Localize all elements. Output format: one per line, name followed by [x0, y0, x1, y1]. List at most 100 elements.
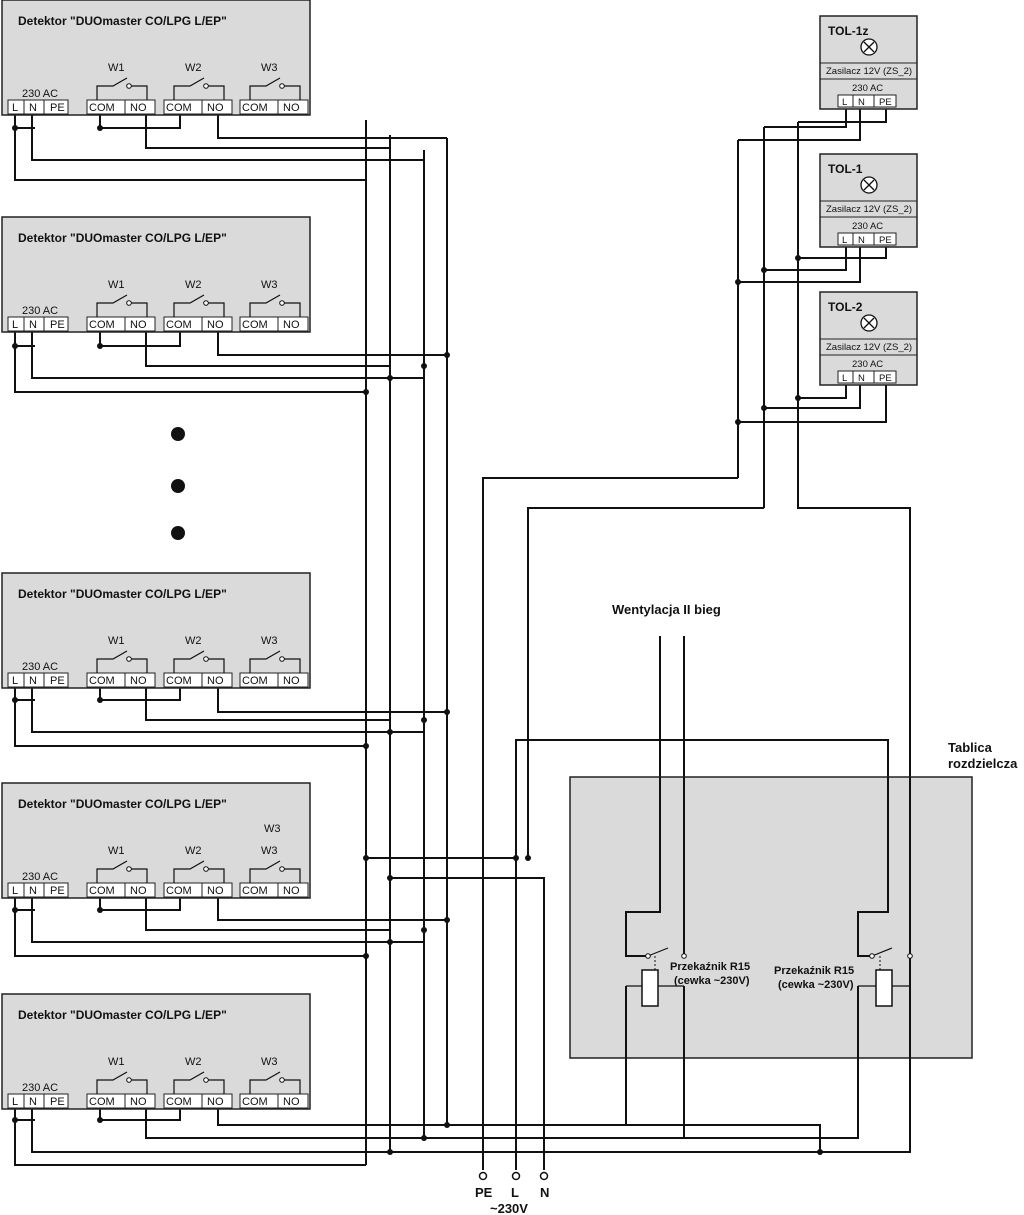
terminal-label: PE: [50, 102, 65, 114]
power-terminal-block: [7, 882, 69, 898]
indicator-supply-label: Zasilacz 12V (ZS_2): [826, 342, 912, 353]
terminal-com-label: COM: [242, 102, 268, 114]
detector-title: Detektor "DUOmaster CO/LPG L/EP": [18, 1008, 227, 1022]
supply-voltage-label: ~230V: [490, 1201, 528, 1215]
mains-supply: PE L N ~230V: [475, 1171, 549, 1215]
relay-terminal-block: [239, 316, 309, 332]
terminal-no-label: NO: [283, 1096, 300, 1108]
supply-pe-label: PE: [475, 1185, 493, 1200]
detector-title: Detektor "DUOmaster CO/LPG L/EP": [18, 231, 227, 245]
terminal-com-label: COM: [166, 885, 192, 897]
relay-name-label: W2: [185, 279, 202, 291]
terminal-no-label: NO: [207, 102, 224, 114]
terminal-no-label: NO: [283, 102, 300, 114]
terminal-no-label: NO: [130, 885, 147, 897]
detector-title: Detektor "DUOmaster CO/LPG L/EP": [18, 14, 227, 28]
terminal-label: N: [858, 97, 865, 108]
relay-coil-icon: [875, 969, 893, 1007]
relay-switch-icon: [173, 77, 225, 100]
terminal-label: PE: [50, 319, 65, 331]
terminal-label: N: [29, 102, 37, 114]
relay-switch-icon: [249, 650, 301, 673]
ventilation-label: Wentylacja II bieg: [612, 602, 721, 617]
relay-label: Przekaźnik R15: [774, 965, 854, 977]
wiring-lines: [14, 108, 911, 1170]
terminal-com-label: COM: [242, 1096, 268, 1108]
relay-switch-icon: [249, 77, 301, 100]
relay-name-label: W1: [108, 62, 125, 74]
relay-name-label: W2: [185, 845, 202, 857]
terminal-label: PE: [50, 1096, 65, 1108]
terminal-com-label: COM: [89, 885, 115, 897]
power-terminal-block: [7, 316, 69, 332]
relay-name-label: W1: [108, 279, 125, 291]
relay-switch-icon: [96, 650, 148, 673]
wire-junctions: [12, 125, 823, 1155]
detector-box: [1, 782, 311, 899]
detector-unit: Detektor "DUOmaster CO/LPG L/EP" 230 AC L N…: [1, 993, 311, 1110]
relay-contact: [647, 947, 669, 957]
power-terminal-block: [7, 1093, 69, 1109]
relay-name-label: W1: [108, 845, 125, 857]
relay-r15-1: Przekaźnik R15 (cewka ~230V): [626, 947, 750, 1007]
relay-switch-icon: [249, 860, 301, 883]
terminal-l-icon: [511, 1171, 521, 1181]
supply-l-label: L: [511, 1185, 519, 1200]
continuation-dot: [171, 526, 185, 540]
detector-unit: Detektor "DUOmaster CO/LPG L/EP" 230 AC L N…: [1, 782, 311, 899]
relay-switch-icon: [249, 1071, 301, 1094]
relay-terminal-block: [86, 1093, 156, 1109]
terminal-com-label: COM: [242, 319, 268, 331]
terminal-label: L: [842, 97, 847, 108]
terminal-com-label: COM: [242, 885, 268, 897]
relay-name-label: W2: [185, 62, 202, 74]
terminal-no-label: NO: [283, 675, 300, 687]
detector-power-label: 230 AC: [22, 305, 58, 317]
terminal-label: N: [858, 373, 865, 384]
terminal-label: L: [12, 1096, 18, 1108]
relay-contact: [871, 947, 893, 957]
relay-sublabel: (cewka ~230V): [778, 979, 854, 991]
relay-switch-icon: [173, 860, 225, 883]
terminal-com-label: COM: [89, 675, 115, 687]
relay-terminal-block: [163, 1093, 233, 1109]
relay-name-label: W3: [261, 1056, 278, 1068]
terminal-label: N: [858, 235, 865, 246]
distribution-panel: Tablica rozdzielcza: [569, 740, 1018, 1059]
terminal-com-label: COM: [89, 102, 115, 114]
terminal-no-label: NO: [283, 319, 300, 331]
panel-title-line1: Tablica: [948, 740, 993, 755]
relay-name-label: W2: [185, 635, 202, 647]
terminal-com-label: COM: [242, 675, 268, 687]
relay-terminal-block: [86, 99, 156, 115]
indicator-power-label: 230 AC: [852, 83, 883, 94]
supply-n-label: N: [540, 1185, 549, 1200]
detector-title: Detektor "DUOmaster CO/LPG L/EP": [18, 797, 227, 811]
indicator-supply-label: Zasilacz 12V (ZS_2): [826, 204, 912, 215]
detector-box: [1, 0, 311, 116]
terminal-label: L: [12, 885, 18, 897]
panel-title-line2: rozdzielcza: [948, 756, 1018, 771]
indicator-name: TOL-1z: [828, 24, 868, 38]
relay-terminal-block: [163, 672, 233, 688]
detector-power-label: 230 AC: [22, 1082, 58, 1094]
relay-switch-icon: [173, 294, 225, 317]
terminal-label: N: [29, 675, 37, 687]
indicator-name: TOL-1: [828, 162, 863, 176]
indicator-name: TOL-2: [828, 300, 863, 314]
detector-power-label: 230 AC: [22, 871, 58, 883]
relay-terminal-block: [239, 882, 309, 898]
terminal-label: L: [842, 235, 847, 246]
detector-title: Detektor "DUOmaster CO/LPG L/EP": [18, 587, 227, 601]
continuation-dot: [171, 427, 185, 441]
relay-terminal-block: [239, 672, 309, 688]
terminal-label: PE: [879, 373, 892, 384]
relay-name-label: W1: [108, 1056, 125, 1068]
relay-terminal-block: [163, 99, 233, 115]
